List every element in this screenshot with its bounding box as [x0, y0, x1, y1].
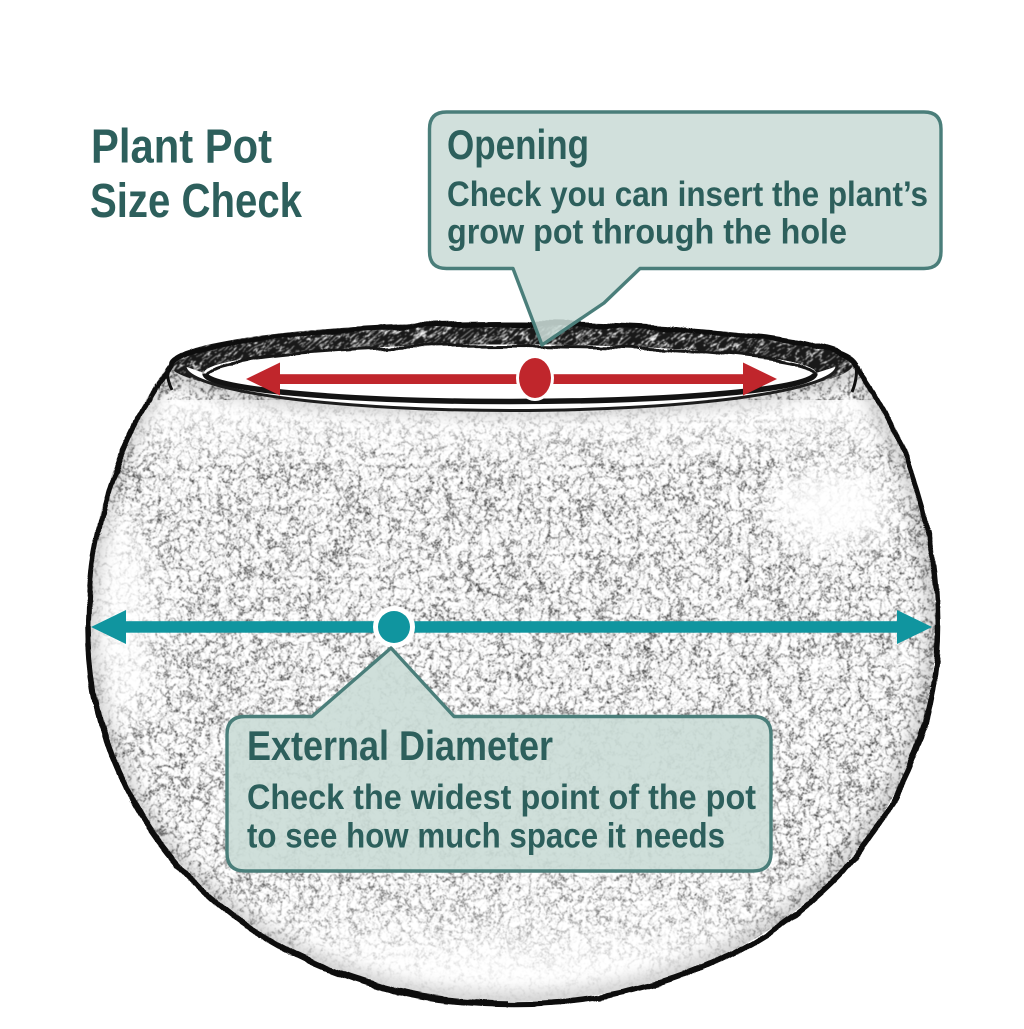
svg-text:Check the widest point of the: Check the widest point of the pot: [247, 778, 756, 817]
svg-text:Plant Pot: Plant Pot: [91, 121, 272, 174]
svg-text:to see how much space it needs: to see how much space it needs: [247, 817, 725, 856]
svg-text:grow pot through the hole: grow pot through the hole: [447, 213, 847, 252]
svg-text:Check you can insert the plant: Check you can insert the plant’s: [447, 175, 928, 214]
svg-text:External Diameter: External Diameter: [247, 722, 553, 769]
svg-text:Opening: Opening: [447, 121, 589, 168]
svg-text:Size Check: Size Check: [90, 175, 302, 228]
